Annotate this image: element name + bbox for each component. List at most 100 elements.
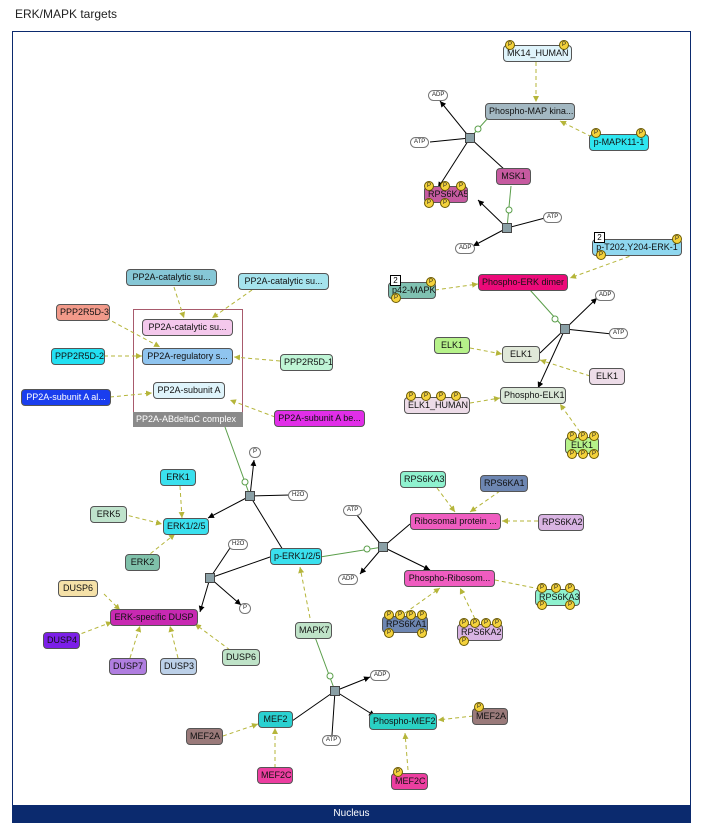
node-phospho-ribosomal[interactable]: Phospho-Ribosom... xyxy=(404,570,495,587)
state-p: P xyxy=(384,628,394,638)
state-p: P xyxy=(559,40,569,50)
node-elk1[interactable]: ELK1 xyxy=(502,346,540,363)
node-elk1[interactable]: ELK1 xyxy=(434,337,470,354)
node-mk14-human[interactable]: MK14_HUMAN xyxy=(503,45,572,62)
p-molecule[interactable]: P xyxy=(239,603,252,614)
h2o-molecule[interactable]: H2O xyxy=(288,490,309,501)
node-p-mapk11-1[interactable]: p-MAPK11-1 xyxy=(589,134,649,151)
adp-molecule[interactable]: ADP xyxy=(370,670,391,681)
node-ribosomal-protein[interactable]: Ribosomal protein ... xyxy=(410,513,501,530)
state-p: P xyxy=(440,198,450,208)
adp-molecule[interactable]: ADP xyxy=(455,243,476,254)
adp-molecule[interactable]: ADP xyxy=(595,290,616,301)
atp-molecule[interactable]: ATP xyxy=(343,505,363,516)
state-p: P xyxy=(578,449,588,459)
node-pp2a-subunit-a-alpha[interactable]: PP2A-subunit A al... xyxy=(21,389,111,406)
state-p: P xyxy=(456,181,466,191)
node-pp2a-subunit-a[interactable]: PP2A-subunit A xyxy=(153,382,225,399)
node-p-t202-y204-erk-1[interactable]: p-T202,Y204-ERK-1 xyxy=(592,239,682,256)
pp2a-complex-label: PP2A-ABdeltaC complex xyxy=(133,412,243,427)
process-node-1[interactable] xyxy=(465,133,475,143)
process-node-3[interactable] xyxy=(560,324,570,334)
node-pp2a-catalytic-2[interactable]: PP2A-catalytic su... xyxy=(238,273,329,290)
state-p: P xyxy=(406,610,416,620)
node-dusp7[interactable]: DUSP7 xyxy=(109,658,147,675)
node-phospho-elk1[interactable]: Phospho-ELK1 xyxy=(500,387,566,404)
node-phospho-map-kinase[interactable]: Phospho-MAP kina... xyxy=(485,103,575,120)
node-ppp2r5d-3[interactable]: PPP2R5D-3 xyxy=(56,304,110,321)
state-p: P xyxy=(451,391,461,401)
atp-molecule[interactable]: ATP xyxy=(322,735,342,746)
node-erk5[interactable]: ERK5 xyxy=(90,506,127,523)
multimer-count: 2 xyxy=(390,275,401,286)
node-erk1[interactable]: ERK1 xyxy=(160,469,196,486)
state-p: P xyxy=(440,181,450,191)
state-p: P xyxy=(551,583,561,593)
node-dusp6[interactable]: DUSP6 xyxy=(58,580,98,597)
node-dusp6[interactable]: DUSP6 xyxy=(222,649,260,666)
node-rps6ka2-phospho[interactable]: RPS6KA2 xyxy=(457,624,503,641)
state-p: P xyxy=(672,234,682,244)
process-node-4[interactable] xyxy=(245,491,255,501)
state-p: P xyxy=(492,618,502,628)
state-p: P xyxy=(421,391,431,401)
state-p: P xyxy=(424,198,434,208)
node-mef2c[interactable]: MEF2C xyxy=(257,767,293,784)
state-p: P xyxy=(424,181,434,191)
node-rps6ka1[interactable]: RPS6KA1 xyxy=(480,475,528,492)
state-p: P xyxy=(565,583,575,593)
node-dusp3[interactable]: DUSP3 xyxy=(160,658,197,675)
state-p: P xyxy=(384,610,394,620)
atp-molecule[interactable]: ATP xyxy=(543,212,563,223)
node-p-erk1-2-5[interactable]: p-ERK1/2/5 xyxy=(270,548,322,565)
state-p: P xyxy=(417,628,427,638)
node-erk2[interactable]: ERK2 xyxy=(125,554,160,571)
node-mef2c-phospho[interactable]: MEF2C xyxy=(391,773,428,790)
state-p: P xyxy=(578,431,588,441)
node-erk-specific-dusp[interactable]: ERK-specific DUSP xyxy=(110,609,198,626)
state-p: P xyxy=(505,40,515,50)
adp-molecule[interactable]: ADP xyxy=(428,90,449,101)
node-pp2a-subunit-a-beta[interactable]: PP2A-subunit A be... xyxy=(274,410,365,427)
state-p: P xyxy=(406,391,416,401)
multimer-count: 2 xyxy=(594,232,605,243)
process-node-2[interactable] xyxy=(502,223,512,233)
node-rps6ka3[interactable]: RPS6KA3 xyxy=(400,471,446,488)
node-mef2[interactable]: MEF2 xyxy=(258,711,293,728)
state-p: P xyxy=(596,250,606,260)
state-p: P xyxy=(567,431,577,441)
node-ppp2r5d-2[interactable]: PPP2R5D-2 xyxy=(51,348,105,365)
node-rps6ka2[interactable]: RPS6KA2 xyxy=(538,514,584,531)
node-ppp2r5d-1[interactable]: PPP2R5D-1 xyxy=(280,354,333,371)
node-mef2a[interactable]: MEF2A xyxy=(472,708,508,725)
process-node-6[interactable] xyxy=(205,573,215,583)
process-node-5[interactable] xyxy=(378,542,388,552)
state-p: P xyxy=(426,277,436,287)
p-molecule[interactable]: P xyxy=(249,447,262,458)
node-erk1-2-5[interactable]: ERK1/2/5 xyxy=(163,518,209,535)
node-dusp4[interactable]: DUSP4 xyxy=(43,632,80,649)
h2o-molecule[interactable]: H2O xyxy=(228,539,249,550)
adp-molecule[interactable]: ADP xyxy=(338,574,359,585)
node-mef2a[interactable]: MEF2A xyxy=(186,728,223,745)
state-p: P xyxy=(470,618,480,628)
state-p: P xyxy=(393,767,403,777)
compartment-nucleus-label: Nucleus xyxy=(12,805,691,823)
node-phospho-mef2[interactable]: Phospho-MEF2 xyxy=(369,713,437,730)
node-msk1[interactable]: MSK1 xyxy=(496,168,531,185)
node-rps6ka1-phospho[interactable]: RPS6KA1 xyxy=(382,616,428,633)
node-pp2a-catalytic-complex[interactable]: PP2A-catalytic su... xyxy=(142,319,233,336)
atp-molecule[interactable]: ATP xyxy=(609,328,629,339)
process-node-7[interactable] xyxy=(330,686,340,696)
node-pp2a-catalytic-1[interactable]: PP2A-catalytic su... xyxy=(126,269,217,286)
atp-molecule[interactable]: ATP xyxy=(410,137,430,148)
node-mapk7[interactable]: MAPK7 xyxy=(295,622,332,639)
state-p: P xyxy=(589,431,599,441)
node-phospho-erk-dimer[interactable]: Phospho-ERK dimer xyxy=(478,274,568,291)
node-elk1[interactable]: ELK1 xyxy=(589,368,625,385)
diagram-title: ERK/MAPK targets xyxy=(15,7,118,21)
node-pp2a-regulatory[interactable]: PP2A-regulatory s... xyxy=(142,348,233,365)
state-p: P xyxy=(395,610,405,620)
state-p: P xyxy=(459,636,469,646)
